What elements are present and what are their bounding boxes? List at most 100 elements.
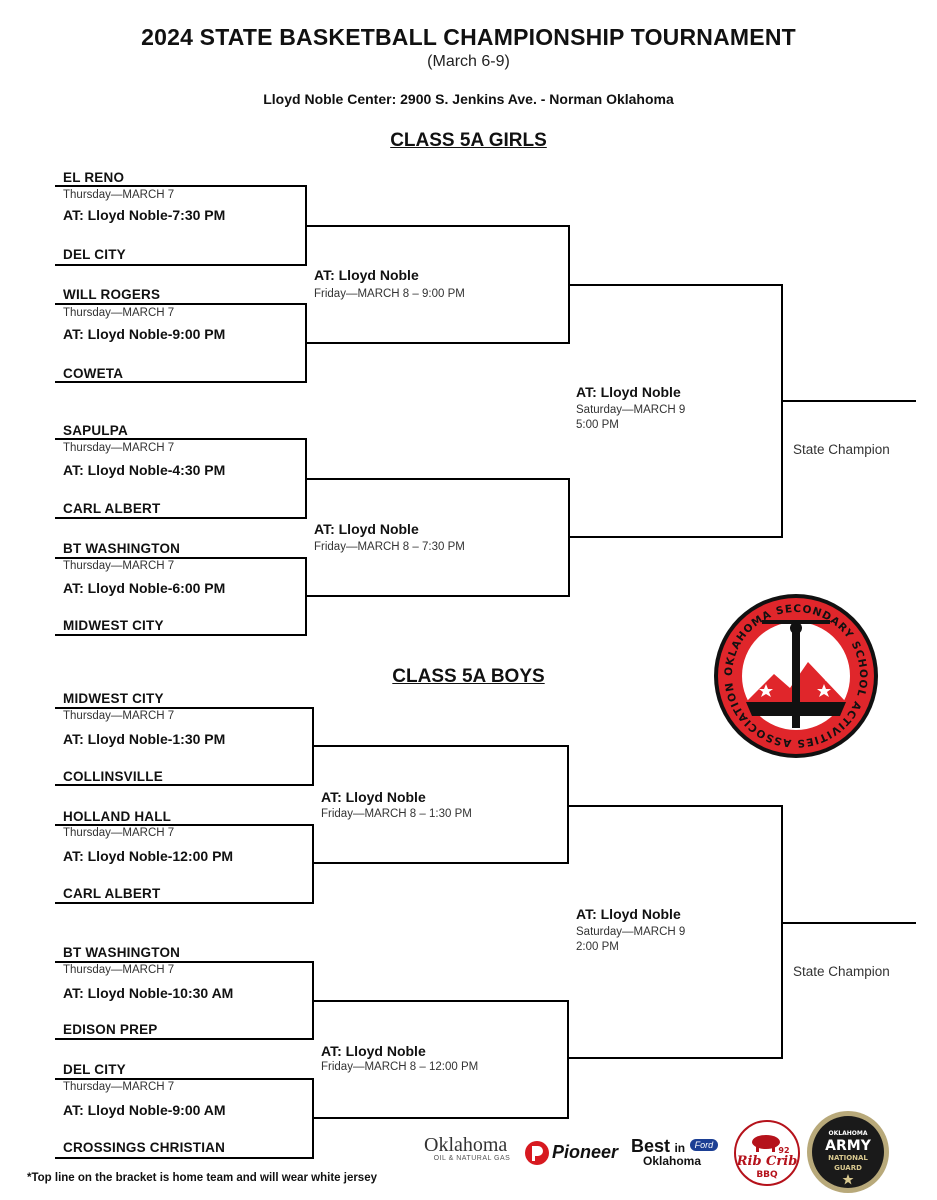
boys-semi1-top-line: [312, 745, 569, 747]
girls-semi1-site: AT: Lloyd Noble: [314, 267, 419, 283]
venue-address: Lloyd Noble Center: 2900 S. Jenkins Ave.…: [263, 91, 674, 107]
girls-semi1-top-line: [305, 225, 570, 227]
girls-final-day: Saturday—MARCH 9: [576, 404, 686, 416]
girls-game2-bottom-line: [55, 381, 307, 383]
boys-champion-line: [781, 922, 916, 924]
boys-game4-away-team: CROSSINGS CHRISTIAN: [63, 1140, 226, 1155]
boys-game3-top-line: [55, 961, 314, 963]
boys-game2-home-team: HOLLAND HALL: [63, 809, 172, 824]
girls-game4-home-team: BT WASHINGTON: [63, 541, 181, 556]
boys-game2-top-line: [55, 824, 314, 826]
boys-game2-site: AT: Lloyd Noble-12:00 PM: [63, 848, 234, 864]
svg-text:NATIONAL: NATIONAL: [828, 1154, 868, 1162]
girls-game1-away-team: DEL CITY: [63, 247, 126, 262]
boys-game3-away-team: EDISON PREP: [63, 1022, 158, 1037]
girls-game4-site: AT: Lloyd Noble-6:00 PM: [63, 580, 226, 596]
boys-game4-home-team: DEL CITY: [63, 1062, 126, 1077]
girls-game3-away-team: CARL ALBERT: [63, 501, 161, 516]
boys-section-heading: CLASS 5A BOYS: [392, 666, 545, 687]
girls-game4-away-team: MIDWEST CITY: [63, 618, 164, 633]
girls-game3-home-team: SAPULPA: [63, 423, 128, 438]
boys-semi1-connector: [567, 745, 569, 864]
girls-semi2-site: AT: Lloyd Noble: [314, 521, 419, 537]
boys-game1-home-team: MIDWEST CITY: [63, 691, 164, 706]
boys-final-site: AT: Lloyd Noble: [576, 906, 681, 922]
boys-game1-bottom-line: [55, 784, 314, 786]
best-in-oklahoma-ford-logo: Best in Ford Oklahoma: [631, 1136, 729, 1172]
boys-semi2-bottom-line: [312, 1117, 569, 1119]
boys-final-connector: [781, 805, 783, 1059]
boys-game1-top-line: [55, 707, 314, 709]
ossaa-logo: OKLAHOMA SECONDARY SCHOOL ACTIVITIES ASS…: [712, 592, 880, 760]
boys-semi2-connector: [567, 1000, 569, 1119]
girls-champion-label: State Champion: [793, 442, 890, 457]
svg-text:OKLAHOMA: OKLAHOMA: [829, 1130, 868, 1137]
boys-game2-connector: [312, 824, 314, 904]
boys-semi2-top-line: [312, 1000, 569, 1002]
girls-game1-day: Thursday—MARCH 7: [63, 189, 175, 201]
boys-game2-day: Thursday—MARCH 7: [63, 827, 175, 839]
girls-game1-top-line: [55, 185, 307, 187]
boys-game4-site: AT: Lloyd Noble-9:00 AM: [63, 1102, 226, 1118]
girls-game3-bottom-line: [55, 517, 307, 519]
girls-final-bottom-line: [568, 536, 783, 538]
army-national-guard-logo: OKLAHOMA ARMY NATIONAL GUARD: [806, 1110, 890, 1194]
girls-game2-home-team: WILL ROGERS: [63, 287, 161, 302]
svg-text:92: 92: [778, 1146, 789, 1155]
girls-game3-site: AT: Lloyd Noble-4:30 PM: [63, 462, 226, 478]
girls-game2-day: Thursday—MARCH 7: [63, 307, 175, 319]
svg-text:Rib Crib: Rib Crib: [736, 1154, 798, 1169]
girls-game3-day: Thursday—MARCH 7: [63, 442, 175, 454]
boys-game4-day: Thursday—MARCH 7: [63, 1081, 175, 1093]
girls-final-top-line: [568, 284, 783, 286]
girls-section-heading: CLASS 5A GIRLS: [390, 130, 547, 151]
girls-final-site: AT: Lloyd Noble: [576, 384, 681, 400]
girls-semi2-top-line: [305, 478, 570, 480]
girls-game2-away-team: COWETA: [63, 366, 124, 381]
boys-game3-bottom-line: [55, 1038, 314, 1040]
boys-game3-home-team: BT WASHINGTON: [63, 945, 181, 960]
svg-text:GUARD: GUARD: [834, 1164, 862, 1172]
boys-game2-bottom-line: [55, 902, 314, 904]
boys-game1-site: AT: Lloyd Noble-1:30 PM: [63, 731, 226, 747]
boys-final-top-line: [567, 805, 783, 807]
boys-semi1-site: AT: Lloyd Noble: [321, 789, 426, 805]
pioneer-logo: Pioneer: [524, 1138, 624, 1168]
boys-semi1-bottom-line: [312, 862, 569, 864]
boys-game3-site: AT: Lloyd Noble-10:30 AM: [63, 985, 234, 1001]
boys-semi2-time: Friday—MARCH 8 – 12:00 PM: [321, 1061, 479, 1073]
boys-game1-away-team: COLLINSVILLE: [63, 769, 163, 784]
rib-crib-logo: Rib Crib 92 BBQ: [734, 1120, 800, 1186]
girls-semi2-bottom-line: [305, 595, 570, 597]
svg-text:BBQ: BBQ: [756, 1170, 778, 1180]
boys-game2-away-team: CARL ALBERT: [63, 886, 161, 901]
page-title: 2024 STATE BASKETBALL CHAMPIONSHIP TOURN…: [141, 24, 796, 50]
svg-text:ARMY: ARMY: [825, 1138, 872, 1154]
girls-semi1-time: Friday—MARCH 8 – 9:00 PM: [314, 288, 465, 300]
girls-game4-bottom-line: [55, 634, 307, 636]
girls-game4-top-line: [55, 557, 307, 559]
boys-game1-day: Thursday—MARCH 7: [63, 710, 175, 722]
girls-game1-site: AT: Lloyd Noble-7:30 PM: [63, 207, 226, 223]
girls-semi2-time: Friday—MARCH 8 – 7:30 PM: [314, 541, 465, 553]
boys-champion-label: State Champion: [793, 964, 890, 979]
girls-game2-site: AT: Lloyd Noble-9:00 PM: [63, 326, 226, 342]
girls-final-time: 5:00 PM: [576, 419, 619, 431]
boys-game4-top-line: [55, 1078, 314, 1080]
girls-game1-home-team: EL RENO: [63, 170, 125, 185]
girls-game3-top-line: [55, 438, 307, 440]
girls-game4-day: Thursday—MARCH 7: [63, 560, 175, 572]
footnote: *Top line on the bracket is home team an…: [27, 1172, 377, 1184]
boys-final-day: Saturday—MARCH 9: [576, 926, 686, 938]
boys-semi1-time: Friday—MARCH 8 – 1:30 PM: [321, 808, 472, 820]
boys-game4-bottom-line: [55, 1157, 314, 1159]
girls-semi1-bottom-line: [305, 342, 570, 344]
girls-final-connector: [781, 284, 783, 538]
girls-game1-bottom-line: [55, 264, 307, 266]
boys-final-time: 2:00 PM: [576, 941, 619, 953]
girls-champion-line: [781, 400, 916, 402]
boys-semi2-site: AT: Lloyd Noble: [321, 1043, 426, 1059]
boys-final-bottom-line: [567, 1057, 783, 1059]
boys-game3-day: Thursday—MARCH 7: [63, 964, 175, 976]
oklahoma-oil-gas-logo: Oklahoma OIL & NATURAL GAS: [424, 1134, 511, 1162]
